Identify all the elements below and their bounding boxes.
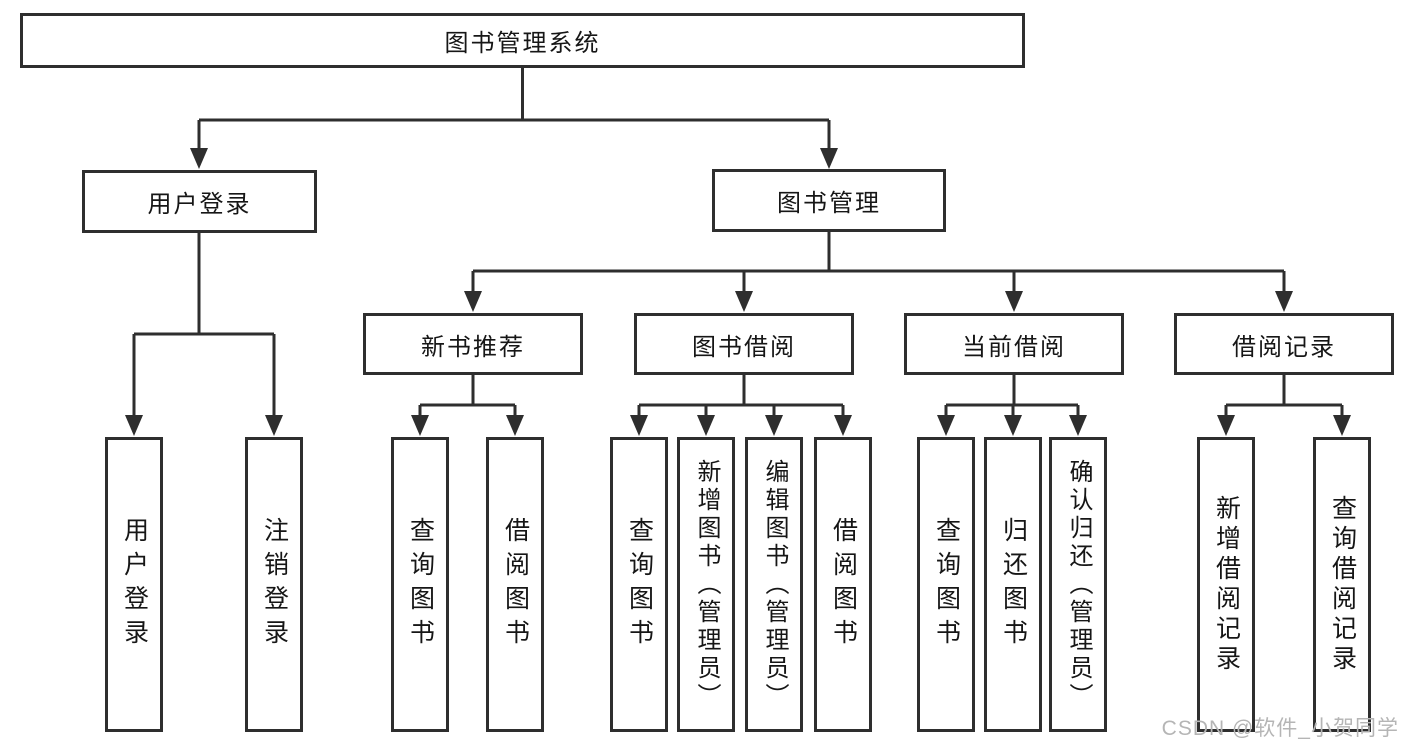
arrowheads [125,148,1351,436]
leaf-borrow-query-books: 查询图书 [610,437,668,732]
arrowhead [735,291,753,312]
leaf-records-query-record: 查询借阅记录 [1313,437,1371,732]
arrowhead [630,415,648,436]
node-book-borrow: 图书借阅 [634,313,854,375]
arrowhead [411,415,429,436]
arrowhead [265,415,283,436]
leaf-current-query-books: 查询图书 [917,437,975,732]
arrowhead [1004,415,1022,436]
arrowhead [190,148,208,169]
leaf-current-return-books: 归还图书 [984,437,1042,732]
arrowhead [820,148,838,169]
leaf-label: 确认归还（管理员） [1065,458,1092,711]
arrowhead [1069,415,1087,436]
node-library-system: 图书管理系统 [20,13,1025,68]
node-label: 新书推荐 [421,333,525,361]
leaf-recommend-borrow-books: 借阅图书 [486,437,544,732]
leaf-borrow-borrow-books: 借阅图书 [814,437,872,732]
arrowhead [937,415,955,436]
node-borrow-records: 借阅记录 [1174,313,1394,375]
leaf-label: 借阅图书 [501,516,530,653]
node-current-borrow: 当前借阅 [904,313,1124,375]
leaf-label: 归还图书 [999,516,1028,653]
leaf-records-add-record: 新增借阅记录 [1197,437,1255,732]
leaf-label: 查询图书 [625,516,654,653]
node-label: 用户登录 [147,191,252,218]
leaf-label: 查询借阅记录 [1328,494,1357,675]
arrowhead [506,415,524,436]
node-label: 图书借阅 [692,333,796,361]
node-label: 借阅记录 [1232,333,1336,361]
leaf-label: 新增借阅记录 [1212,494,1241,675]
arrowhead [1217,415,1235,436]
leaf-label: 编辑图书（管理员） [761,458,788,711]
leaf-user-login: 用户登录 [105,437,163,732]
node-new-book-recommend: 新书推荐 [363,313,583,375]
csdn-watermark: CSDN @软件_小贺同学 [1161,717,1399,740]
node-label: 当前借阅 [962,333,1066,361]
leaf-recommend-query-books: 查询图书 [391,437,449,732]
arrowhead [125,415,143,436]
arrowhead [1275,291,1293,312]
leaf-label: 查询图书 [932,516,961,653]
arrowhead [697,415,715,436]
leaf-label: 借阅图书 [829,516,858,653]
leaf-label: 用户登录 [120,516,149,653]
node-book-management: 图书管理 [712,169,946,232]
arrowhead [1333,415,1351,436]
node-label: 图书管理系统 [444,30,601,57]
leaf-current-confirm-return-admin: 确认归还（管理员） [1049,437,1107,732]
arrowhead [834,415,852,436]
arrowhead [464,291,482,312]
leaf-label: 新增图书（管理员） [693,458,720,711]
leaf-label: 注销登录 [260,516,289,653]
arrowhead [765,415,783,436]
leaf-borrow-edit-books-admin: 编辑图书（管理员） [745,437,803,732]
leaf-borrow-add-books-admin: 新增图书（管理员） [677,437,735,732]
node-user-login: 用户登录 [82,170,317,233]
leaf-logout: 注销登录 [245,437,303,732]
leaf-label: 查询图书 [406,516,435,653]
arrowhead [1005,291,1023,312]
node-label: 图书管理 [777,190,881,217]
